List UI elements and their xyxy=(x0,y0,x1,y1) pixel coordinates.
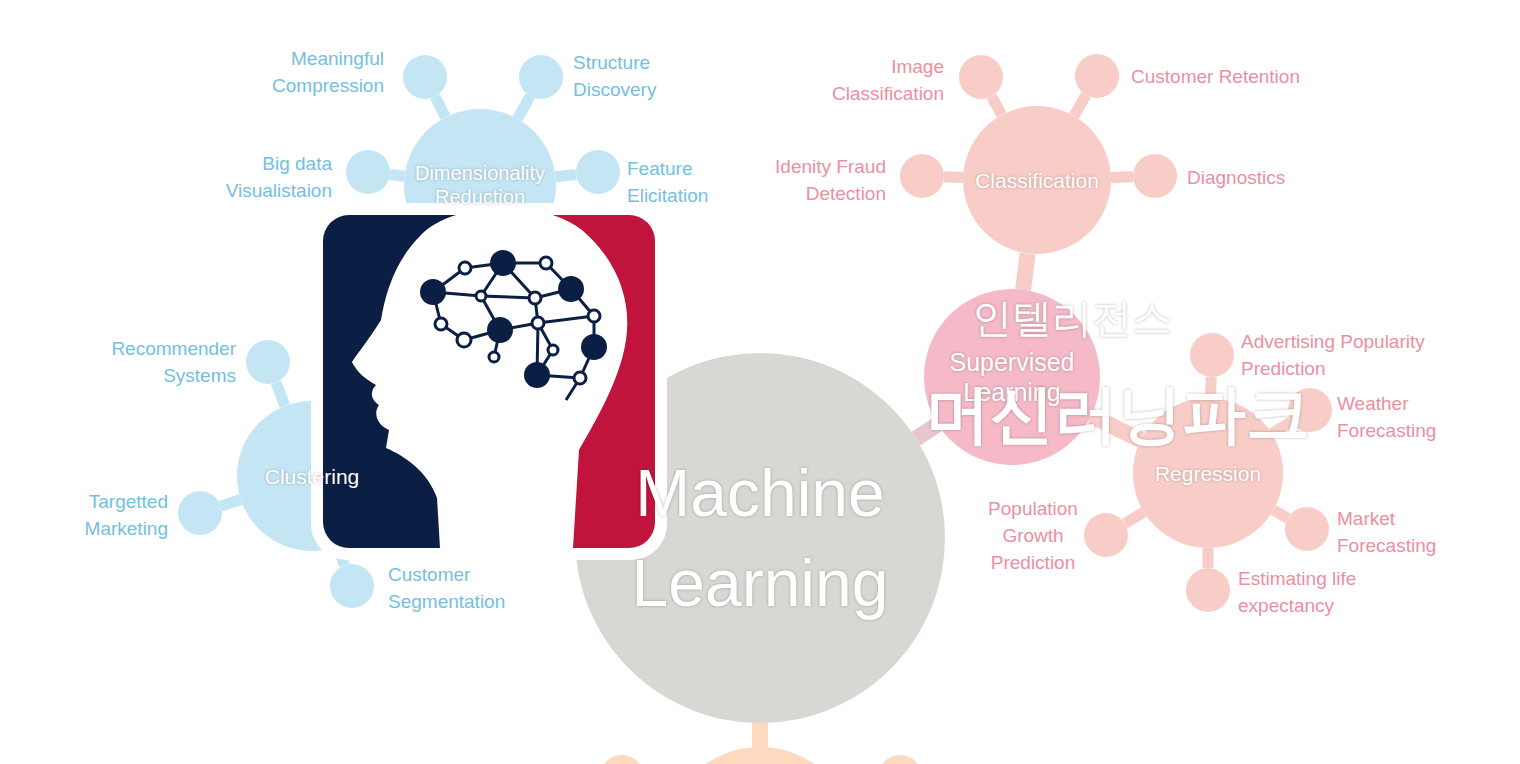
node-shape xyxy=(330,564,374,608)
node-circle xyxy=(963,106,1111,254)
network-nodes xyxy=(420,250,607,388)
node-shape xyxy=(403,55,447,99)
leaf-label: Recommender Systems xyxy=(96,335,236,389)
node-circle xyxy=(1133,154,1177,198)
leaf-node: Idenity Fraud Detection xyxy=(900,154,944,198)
branch-connector xyxy=(1203,548,1214,568)
leaf-dot xyxy=(600,755,644,764)
node-shape xyxy=(519,55,563,99)
node-shape xyxy=(1190,333,1234,377)
partial-circle xyxy=(665,747,855,764)
leaf-label: Meaningful Compression xyxy=(259,45,384,99)
branch-connector xyxy=(992,96,1002,115)
leaf-node: Customer Segmentation xyxy=(330,564,374,608)
leaf-node: Diagnostics xyxy=(1133,154,1177,198)
leaf-node: Population Growth Prediction xyxy=(1084,513,1128,557)
branch-connector xyxy=(517,96,530,119)
node-shape xyxy=(1133,154,1177,198)
leaf-node: Customer Retention xyxy=(1075,54,1119,98)
topic-label: Clustering xyxy=(247,464,377,489)
branch-connector xyxy=(556,174,577,176)
branch-connector xyxy=(221,500,241,507)
node-shape xyxy=(1186,568,1230,612)
branch-connector xyxy=(1273,510,1288,518)
node-circle xyxy=(576,150,620,194)
node-circle xyxy=(519,55,563,99)
leaf-label: Idenity Fraud Detection xyxy=(751,153,886,207)
branch-connector xyxy=(276,383,285,407)
leaf-node: Structure Discovery xyxy=(519,55,563,99)
node-circle xyxy=(1190,333,1234,377)
leaf-label: Targetted Marketing xyxy=(63,488,168,542)
node-circle xyxy=(178,491,222,535)
node-circle xyxy=(1084,513,1128,557)
leaf-node: Big data Visualistaion xyxy=(346,150,390,194)
leaf-node: Meaningful Compression xyxy=(403,55,447,99)
topic-label: Regression xyxy=(1143,461,1273,486)
network-lines xyxy=(433,263,594,400)
leaf-label: Big data Visualistaion xyxy=(202,150,332,204)
leaf-label: Market Forecasting xyxy=(1337,505,1452,559)
topic-label: Dimensionality Reduction xyxy=(405,161,555,209)
branch-connector xyxy=(390,175,405,177)
topic-circle: Classification xyxy=(963,106,1111,254)
branch-connector xyxy=(1074,95,1086,116)
leaf-node: Estimating life expectancy xyxy=(1186,568,1230,612)
watermark-text: 머신러닝파크 xyxy=(926,382,1310,446)
node-shape xyxy=(1285,507,1329,551)
watermark-text: 인텔리전스 xyxy=(972,298,1172,338)
node-circle xyxy=(959,55,1003,99)
node-circle xyxy=(1075,54,1119,98)
node-circle xyxy=(346,150,390,194)
node-circle xyxy=(403,55,447,99)
topic-label: Machine Learning xyxy=(600,448,920,628)
leaf-label: Feature Elicitation xyxy=(627,155,737,209)
network-rings xyxy=(435,257,600,384)
branch-connector xyxy=(1125,512,1144,524)
node-shape xyxy=(178,491,222,535)
node-circle xyxy=(900,154,944,198)
node-circle xyxy=(330,564,374,608)
node-shape xyxy=(1075,54,1119,98)
leaf-node: Advertising Popularity Prediction xyxy=(1190,333,1234,377)
branch-connector xyxy=(944,171,963,183)
leaf-label: Structure Discovery xyxy=(573,49,693,103)
leaf-label: Estimating life expectancy xyxy=(1238,565,1388,619)
node-shape xyxy=(900,154,944,198)
leaf-node: Feature Elicitation xyxy=(576,150,620,194)
node-circle xyxy=(1186,568,1230,612)
node-shape xyxy=(576,150,620,194)
node-shape xyxy=(246,340,290,384)
node-circle xyxy=(246,340,290,384)
head-silhouette xyxy=(352,215,627,548)
branch-connector xyxy=(1023,253,1028,289)
leaf-node: Targetted Marketing xyxy=(178,491,222,535)
leaf-label: Population Growth Prediction xyxy=(978,495,1088,576)
leaf-label: Weather Forecasting xyxy=(1337,390,1452,444)
topic-label: Classification xyxy=(967,168,1107,193)
node-shape xyxy=(1084,513,1128,557)
leaf-node: Image Classification xyxy=(959,55,1003,99)
leaf-label: Image Classification xyxy=(809,53,944,107)
leaf-label: Customer Retention xyxy=(1131,63,1331,90)
branch-connector xyxy=(1111,171,1133,183)
leaf-dot xyxy=(878,755,922,764)
logo-border xyxy=(311,203,667,560)
leaf-label: Advertising Popularity Prediction xyxy=(1241,328,1456,382)
leaf-node: Market Forecasting xyxy=(1285,507,1329,551)
node-circle xyxy=(1285,507,1329,551)
node-shape xyxy=(346,150,390,194)
branch-connector xyxy=(435,97,446,118)
leaf-label: Diagnostics xyxy=(1187,164,1317,191)
node-shape xyxy=(959,55,1003,99)
leaf-node: Recommender Systems xyxy=(246,340,290,384)
leaf-label: Customer Segmentation xyxy=(388,561,523,615)
